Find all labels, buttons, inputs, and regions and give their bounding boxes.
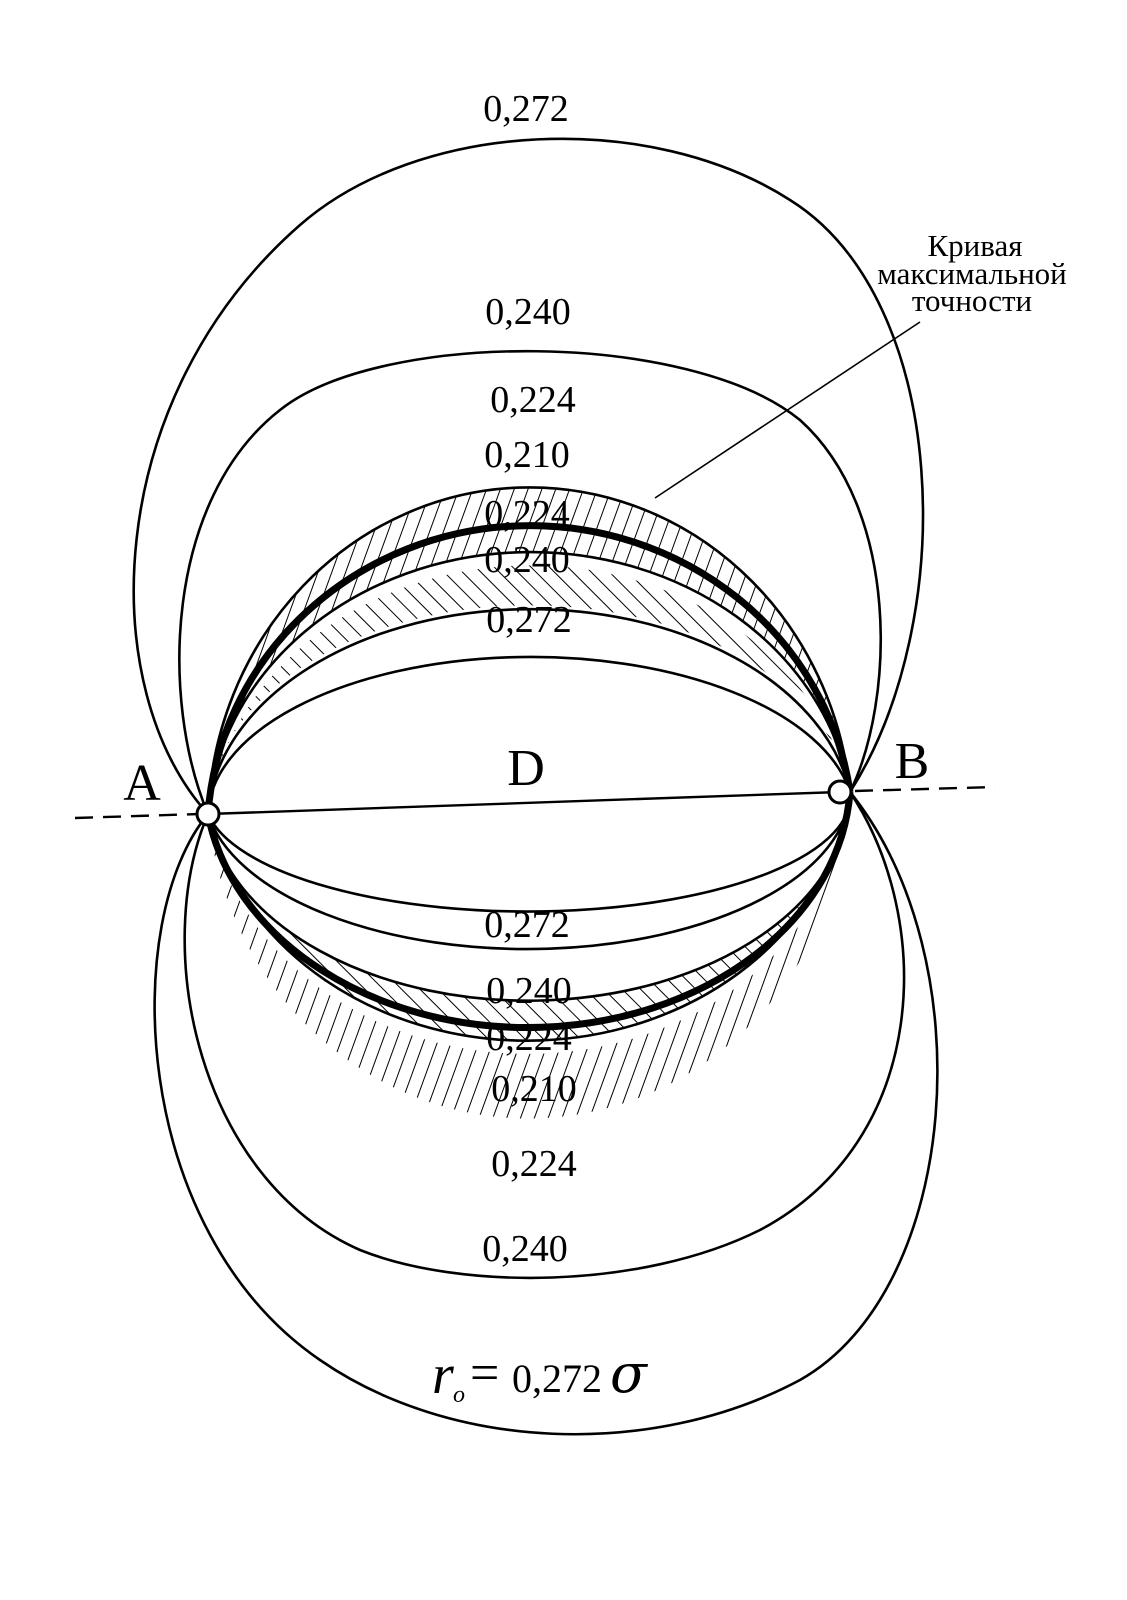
max-accuracy-curve-upper (204, 522, 854, 815)
point-a-marker (195, 801, 221, 827)
label-lower-0210: 0,210 (491, 1068, 577, 1110)
formula-subscript: o (453, 1382, 465, 1408)
label-upper-0224-outer: 0,224 (490, 379, 576, 421)
point-a-label: A (123, 755, 161, 812)
formula-value: 0,272 (512, 1356, 602, 1401)
label-upper-0272-outer: 0,272 (483, 88, 569, 130)
isoline-upper-0240-inner (206, 607, 852, 815)
dashed-extension-left (74, 812, 201, 820)
isoline-upper-0224-outer (206, 486, 852, 815)
dashed-extension-right (854, 785, 996, 793)
annotation-line-1: Кривая (927, 228, 1022, 263)
label-upper-0240-inner: 0,240 (484, 539, 570, 581)
isoline-lower-0272-inner (206, 791, 852, 913)
isoline-upper-0272-inner (206, 655, 852, 815)
label-lower-0240-outer: 0,240 (482, 1228, 568, 1270)
annotation-line-3: точности (912, 283, 1032, 318)
annotation-line-2: максимальной (877, 256, 1067, 291)
isoline-lower-0240-outer (183, 791, 906, 1280)
label-lower-0272-inner: 0,272 (484, 904, 570, 946)
annotation-leader (654, 321, 921, 499)
isoline-lower-0240-inner (206, 791, 852, 951)
formula-equals: = (470, 1345, 499, 1402)
label-lower-0224-outer: 0,224 (491, 1143, 577, 1185)
formula: r o = 0,272 σ (432, 1342, 649, 1408)
max-accuracy-curve-lower (204, 791, 854, 1032)
label-upper-0240-outer: 0,240 (485, 291, 571, 333)
isoline-upper-0240-outer (178, 349, 882, 815)
baseline-ab (207, 790, 841, 816)
point-d-label: D (507, 740, 545, 797)
point-b-label: B (895, 733, 930, 790)
label-upper-0272-inner: 0,272 (486, 599, 572, 641)
label-lower-0224-inner: 0,224 (486, 1017, 572, 1059)
formula-r: r (432, 1344, 454, 1406)
formula-sigma: σ (610, 1342, 649, 1405)
label-lower-0240-inner: 0,240 (486, 970, 572, 1012)
isoline-lower-0224-inner (206, 791, 852, 1002)
point-b-marker (827, 779, 853, 805)
label-upper-0210: 0,210 (484, 434, 570, 476)
isoline-lower-0272-outer (153, 791, 939, 1436)
isoline-upper-0224-inner (206, 550, 852, 815)
isoline-upper-0272-outer (132, 137, 925, 815)
label-upper-0224-inner: 0,224 (484, 493, 570, 535)
